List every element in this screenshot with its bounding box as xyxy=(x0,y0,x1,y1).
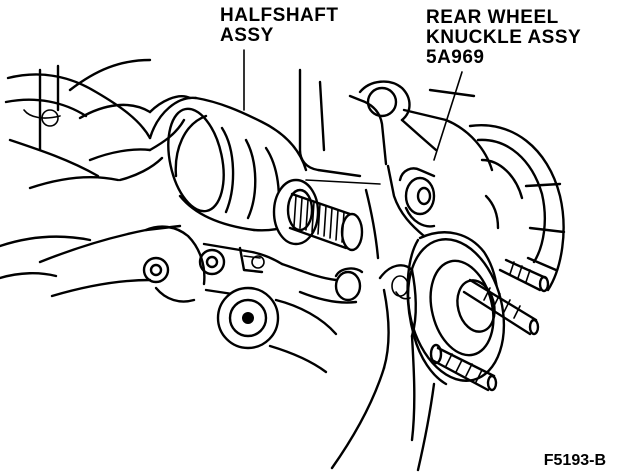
wheel-stud xyxy=(498,258,550,293)
halfshaft-label-line1: HALFSHAFT xyxy=(220,5,339,26)
hand-holding-hub xyxy=(330,264,436,472)
lower-control-arm xyxy=(38,224,364,374)
knuckle-bolt-boss xyxy=(398,167,436,228)
hand-gripping-halfshaft xyxy=(28,95,192,190)
upper-suspension-arm xyxy=(4,58,152,178)
knuckle-leader-line xyxy=(433,71,463,161)
halfshaft-label-line2: ASSY xyxy=(220,25,274,46)
rear-wheel-knuckle xyxy=(298,68,494,260)
knuckle-assy-label: REAR WHEEL KNUCKLE ASSY 5A969 xyxy=(426,8,581,68)
halfshaft-assy-label: HALFSHAFT ASSY xyxy=(220,6,338,46)
knuckle-label-line2: KNUCKLE ASSY xyxy=(426,27,582,48)
brake-backing-plate xyxy=(468,124,566,292)
wheel-hub xyxy=(406,231,550,392)
callout-leaders xyxy=(243,49,463,161)
figure-id: F5193-B xyxy=(543,452,606,469)
wheel-stud xyxy=(462,278,540,336)
halfshaft-assy xyxy=(148,96,364,252)
hand-under-arm xyxy=(0,235,92,280)
knuckle-label-line1: REAR WHEEL xyxy=(426,7,559,28)
knuckle-part-number: 5A969 xyxy=(426,47,485,68)
wheel-stud xyxy=(430,346,498,392)
